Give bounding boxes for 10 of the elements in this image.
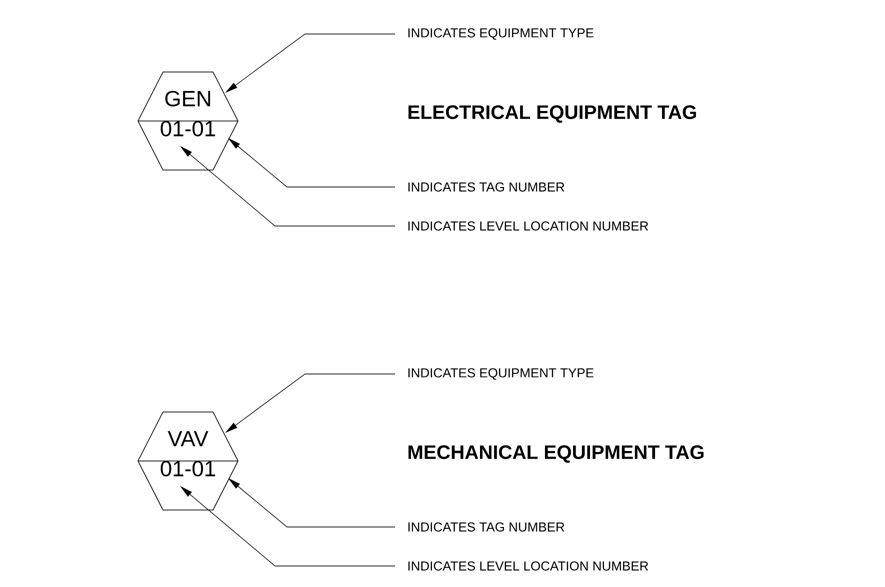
callout-text: INDICATES EQUIPMENT TYPE	[408, 28, 594, 40]
equipment-tag-hexagon: GEN 01-01	[138, 72, 238, 170]
equipment-tag-hexagon: VAV 01-01	[138, 412, 238, 510]
tag-title: ELECTRICAL EQUIPMENT TAG	[408, 105, 696, 123]
tag-title: MECHANICAL EQUIPMENT TAG	[408, 445, 704, 463]
callout-text: INDICATES LEVEL LOCATION NUMBER	[408, 561, 648, 571]
callout-text: INDICATES TAG NUMBER	[408, 182, 564, 192]
callout-text: INDICATES EQUIPMENT TYPE	[408, 368, 594, 380]
callout-text: INDICATES LEVEL LOCATION NUMBER	[408, 221, 648, 231]
callout-text: INDICATES TAG NUMBER	[408, 522, 564, 532]
